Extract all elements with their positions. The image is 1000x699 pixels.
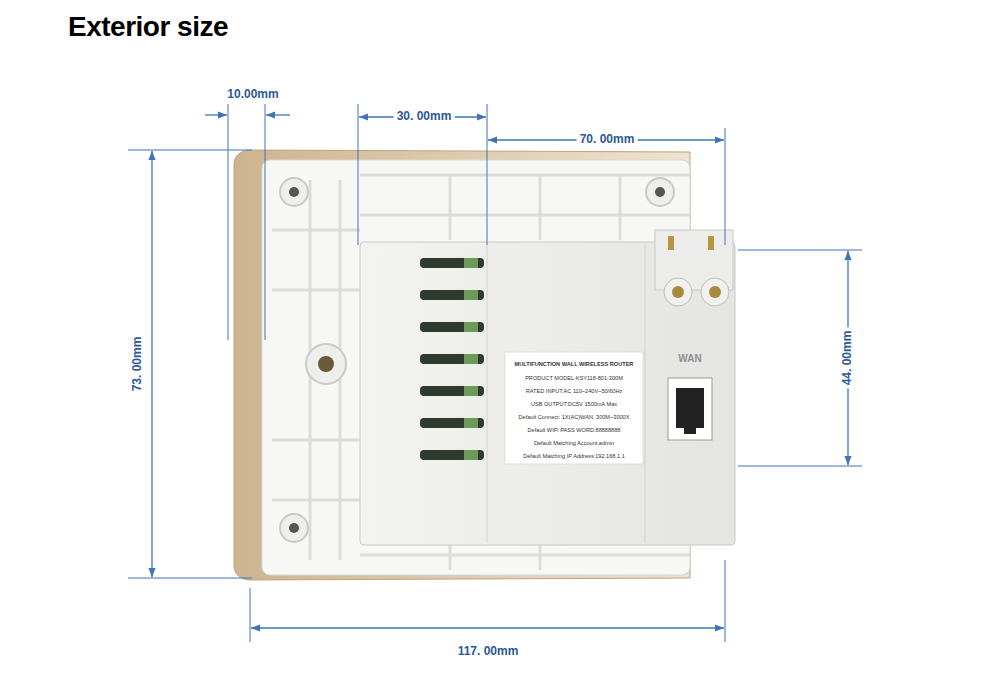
sticker-text: RATED INPUT:AC 110~240V~50/60Hz — [526, 388, 623, 394]
sticker-text: PRODUCT MODEL:KSY118-801-300M — [525, 375, 623, 381]
sticker-text: Default Matching Account:admin — [534, 440, 614, 446]
sticker-text: Default WIFI PASS WORD:88888888 — [528, 427, 621, 433]
sticker-text: Default Matching IP Address:192.168.1.1 — [523, 453, 625, 459]
dimension-label: 73. 00mm — [131, 334, 144, 395]
dimension-label: 44. 00mm — [841, 328, 854, 389]
dimension-label: 10.00mm — [227, 88, 278, 101]
dimension-label: 117. 00mm — [458, 645, 519, 658]
sticker-text: Default Connect: 1X(AC)WAN, 300M~3000X — [519, 414, 630, 420]
sticker-text: MULTIFUNCTION WALL WIRELESS ROUTER — [515, 361, 634, 367]
sticker-text: USB OUTPUT:DC5V 1500mA Max — [531, 401, 617, 407]
dimension-label: 70. 00mm — [577, 133, 638, 146]
page-title: Exterior size — [68, 12, 228, 43]
dimension-label: 30. 00mm — [394, 110, 455, 123]
port-label: WAN — [678, 353, 701, 364]
